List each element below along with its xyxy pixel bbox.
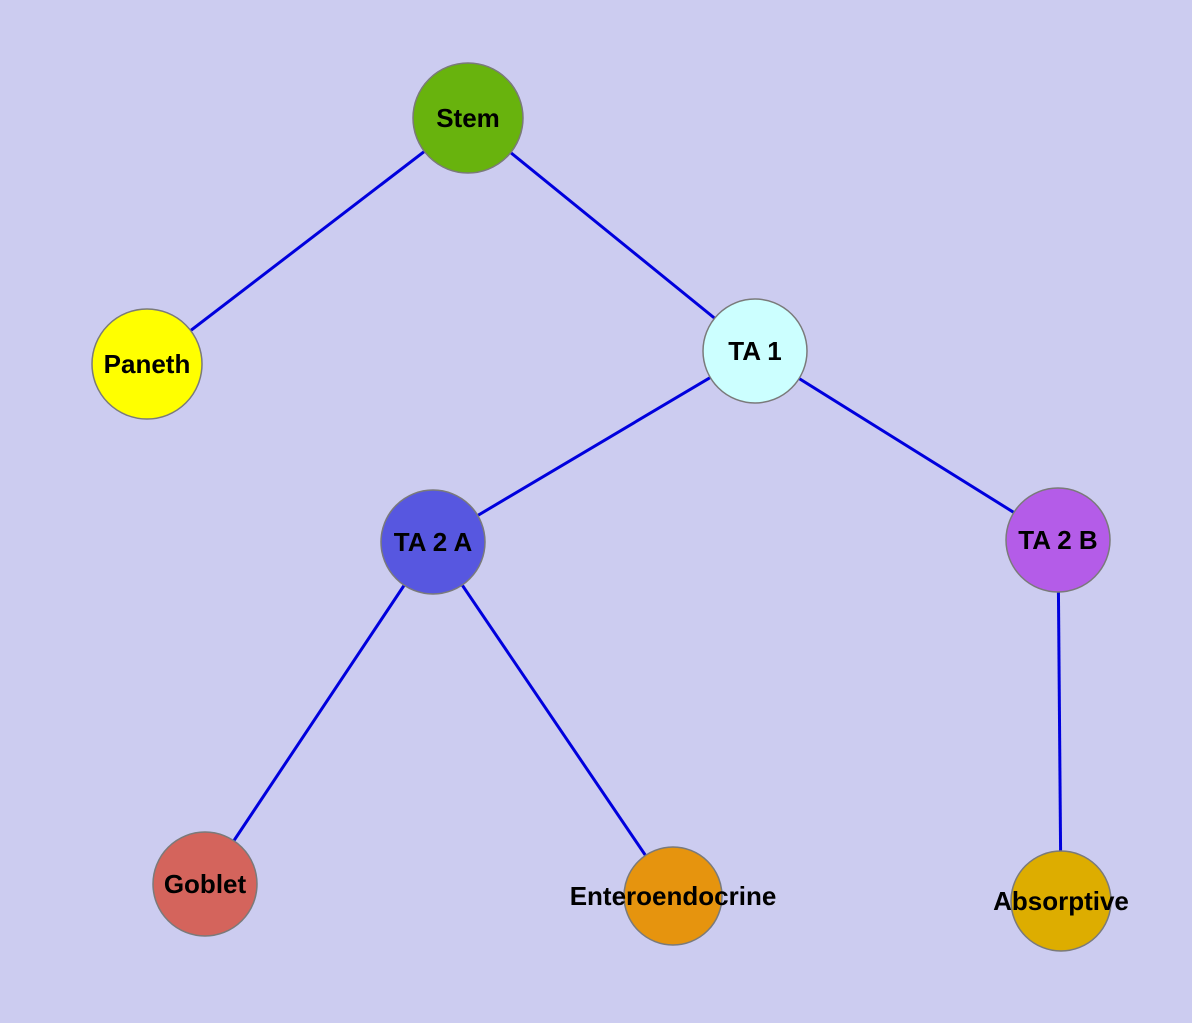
node-ta2b	[1005, 487, 1111, 593]
node-label-paneth: Paneth	[104, 349, 191, 379]
edge-stem-ta1	[467, 116, 756, 353]
node-label-ta1: TA 1	[728, 336, 781, 366]
edge-ta1-ta2a	[432, 349, 756, 544]
node-enteroendocrine	[623, 846, 723, 946]
node-label-enteroendocrine: Enteroendocrine	[570, 881, 777, 911]
node-paneth	[91, 308, 203, 420]
node-label-absorptive: Absorptive	[993, 886, 1129, 916]
edge-ta2a-enteroendocrine	[431, 541, 675, 897]
node-label-goblet: Goblet	[164, 869, 247, 899]
node-label-ta2b: TA 2 B	[1018, 525, 1097, 555]
edge-ta2a-goblet	[203, 541, 435, 885]
node-goblet	[152, 831, 258, 937]
node-ta1	[702, 298, 808, 404]
node-stem	[412, 62, 524, 174]
edge-stem-paneth	[146, 116, 469, 366]
node-label-stem: Stem	[436, 103, 500, 133]
edge-ta2b-absorptive	[1056, 539, 1063, 902]
node-label-ta2a: TA 2 A	[394, 527, 473, 557]
node-ta2a	[380, 489, 486, 595]
node-absorptive	[1010, 850, 1112, 952]
edge-ta1-ta2b	[754, 349, 1059, 542]
